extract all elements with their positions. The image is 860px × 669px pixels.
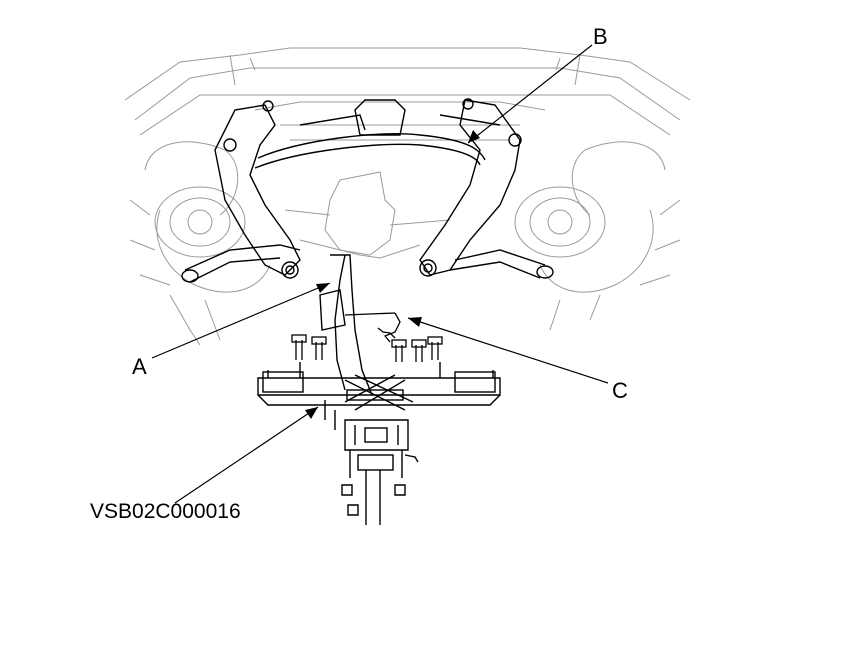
- leader-arrowheads: [305, 130, 480, 419]
- bolt-group-left: [291, 334, 327, 360]
- callout-label-a: A: [132, 354, 147, 379]
- leader-line-a: [151, 282, 331, 359]
- bolt-group-right: [391, 336, 443, 362]
- support-jack: [257, 362, 501, 525]
- background-vehicle-underbody: [124, 47, 691, 346]
- arrowhead-a: [316, 283, 330, 293]
- arrowhead-b: [468, 130, 480, 143]
- leader-lines: [151, 44, 609, 504]
- figure-code-label: VSB02C000016: [90, 500, 241, 523]
- subframe-assembly: [181, 98, 554, 396]
- fasteners: [291, 312, 443, 362]
- arrowhead-c: [408, 317, 422, 327]
- leader-line-c: [407, 317, 609, 384]
- leader-line-b: [467, 44, 593, 144]
- leader-line-code: [174, 406, 319, 504]
- callout-label-c: C: [612, 378, 628, 403]
- arrowhead-code: [305, 407, 318, 419]
- callout-label-b: B: [593, 24, 608, 49]
